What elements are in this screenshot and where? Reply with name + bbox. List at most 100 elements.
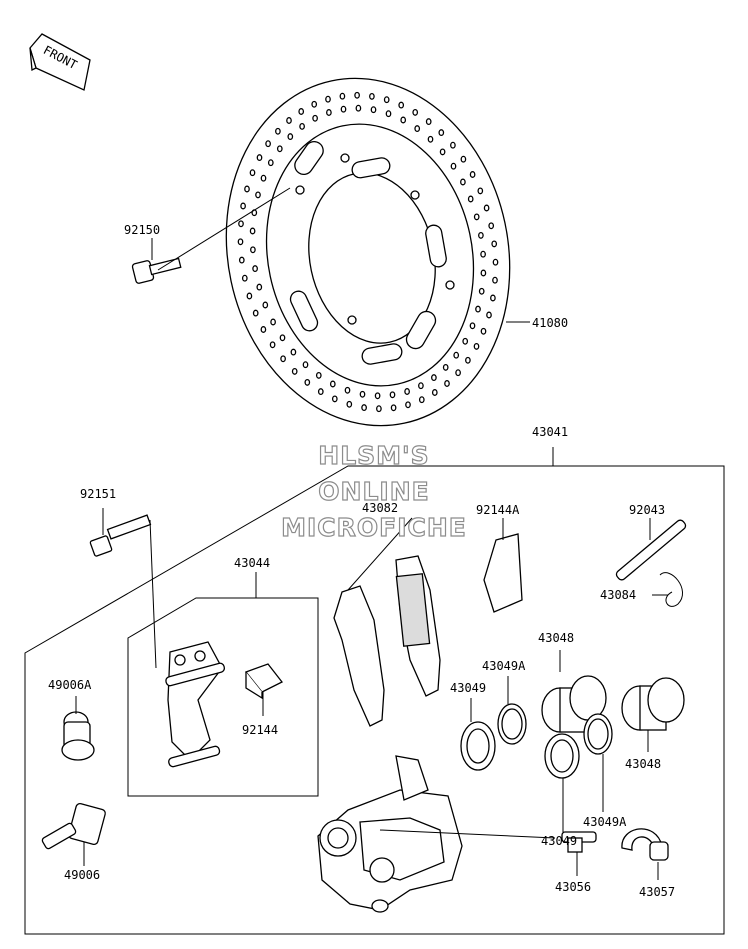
disc-hole	[490, 294, 496, 302]
disc-hole	[431, 374, 437, 382]
disc-hole	[267, 159, 274, 167]
disc-hole	[450, 162, 457, 170]
piston-seal-a	[460, 698, 496, 771]
disc-hole	[304, 378, 311, 386]
disc-hole	[491, 240, 498, 248]
label-43044: 43044	[234, 556, 270, 570]
disc-hole	[286, 117, 292, 124]
dust-seal-b	[583, 713, 613, 812]
disc-hole	[450, 141, 456, 149]
disc-hole	[412, 108, 419, 116]
disc-hole	[418, 396, 425, 404]
label-41080: 41080	[532, 316, 568, 330]
brake-disc	[225, 77, 511, 427]
disc-hole	[279, 334, 286, 342]
disc-hole	[405, 401, 411, 409]
disc-hole	[339, 92, 346, 100]
label-49006: 49006	[64, 868, 100, 882]
label-92144: 92144	[242, 723, 278, 737]
pad-pin	[615, 518, 687, 581]
disc-hole	[400, 116, 407, 124]
disc-hole	[291, 367, 298, 375]
disc-hole	[438, 129, 445, 137]
disc-hole	[460, 178, 466, 186]
disc-hole	[240, 202, 246, 210]
disc-hole	[256, 154, 263, 162]
label-43057: 43057	[639, 885, 675, 899]
disc-hole	[270, 318, 276, 326]
disc-hole	[486, 311, 492, 319]
disc-hole	[346, 400, 353, 408]
pin-clip	[652, 572, 684, 607]
disc-hole	[252, 265, 258, 273]
disc-hole	[370, 106, 377, 114]
dust-seal-a	[497, 676, 527, 745]
disc-hole	[480, 327, 487, 335]
disc-hole	[317, 388, 324, 396]
disc-hole	[460, 155, 467, 163]
pad-shim	[483, 518, 523, 613]
disc-hole	[442, 363, 449, 371]
disc-hole	[444, 380, 450, 387]
label-49006A: 49006A	[48, 678, 92, 692]
disc-hole	[404, 388, 410, 395]
disc-hole	[478, 231, 484, 239]
label-43048-a: 43048	[538, 631, 574, 645]
disc-hole	[390, 404, 397, 412]
disc-hole	[298, 108, 305, 115]
label-43049-b: 43049	[541, 834, 577, 848]
disc-hole	[238, 220, 244, 228]
disc-hole	[312, 114, 318, 122]
disc-hole	[287, 133, 294, 141]
watermark-line2: ONLINE	[318, 477, 429, 506]
disc-hole	[344, 386, 351, 394]
label-43041: 43041	[532, 425, 568, 439]
disc-hole	[483, 204, 490, 212]
label-43056: 43056	[555, 880, 591, 894]
disc-hole	[246, 292, 253, 300]
front-arrow: FRONT	[29, 33, 91, 91]
disc-hole	[252, 309, 259, 317]
disc-hole	[465, 356, 471, 364]
disc-hole	[249, 169, 256, 177]
disc-hole	[469, 322, 476, 330]
disc-hole	[473, 342, 480, 350]
caliper-body	[317, 755, 556, 913]
disc-hole	[256, 283, 263, 291]
label-43082: 43082	[362, 501, 398, 515]
bleed-cap	[621, 828, 669, 880]
disc-hole	[302, 361, 309, 369]
disc-hole	[265, 140, 271, 148]
disc-hole	[480, 269, 487, 277]
disc-hole	[389, 391, 396, 399]
disc-hole	[478, 287, 485, 295]
disc-hole	[469, 171, 476, 178]
disc-hole	[383, 96, 390, 104]
disc-hole	[374, 392, 381, 400]
disc-hole	[473, 213, 480, 221]
disc-hole	[385, 110, 392, 118]
disc-hole	[439, 148, 446, 156]
disc-hole	[369, 92, 375, 100]
label-43049-a: 43049	[450, 681, 486, 695]
label-92043: 92043	[629, 503, 665, 517]
disc-hole	[467, 195, 474, 203]
disc-hole	[475, 305, 481, 313]
disc-hole	[376, 405, 382, 413]
disc-hole	[329, 380, 336, 388]
disc-hole	[299, 122, 305, 130]
disc-hole	[280, 355, 286, 363]
label-43049A-a: 43049A	[482, 659, 526, 673]
disc-bolt	[131, 187, 291, 284]
pad-spring-clip	[244, 663, 283, 716]
boot-slide-pin	[41, 802, 106, 866]
disc-hole	[354, 91, 360, 99]
watermark-line1: HLSM'S	[318, 441, 429, 470]
label-92144A: 92144A	[476, 503, 520, 517]
disc-hole	[462, 337, 469, 345]
disc-hole	[276, 145, 283, 153]
label-43048-b: 43048	[625, 757, 661, 771]
disc-hole	[425, 118, 432, 126]
disc-hole	[326, 109, 332, 116]
